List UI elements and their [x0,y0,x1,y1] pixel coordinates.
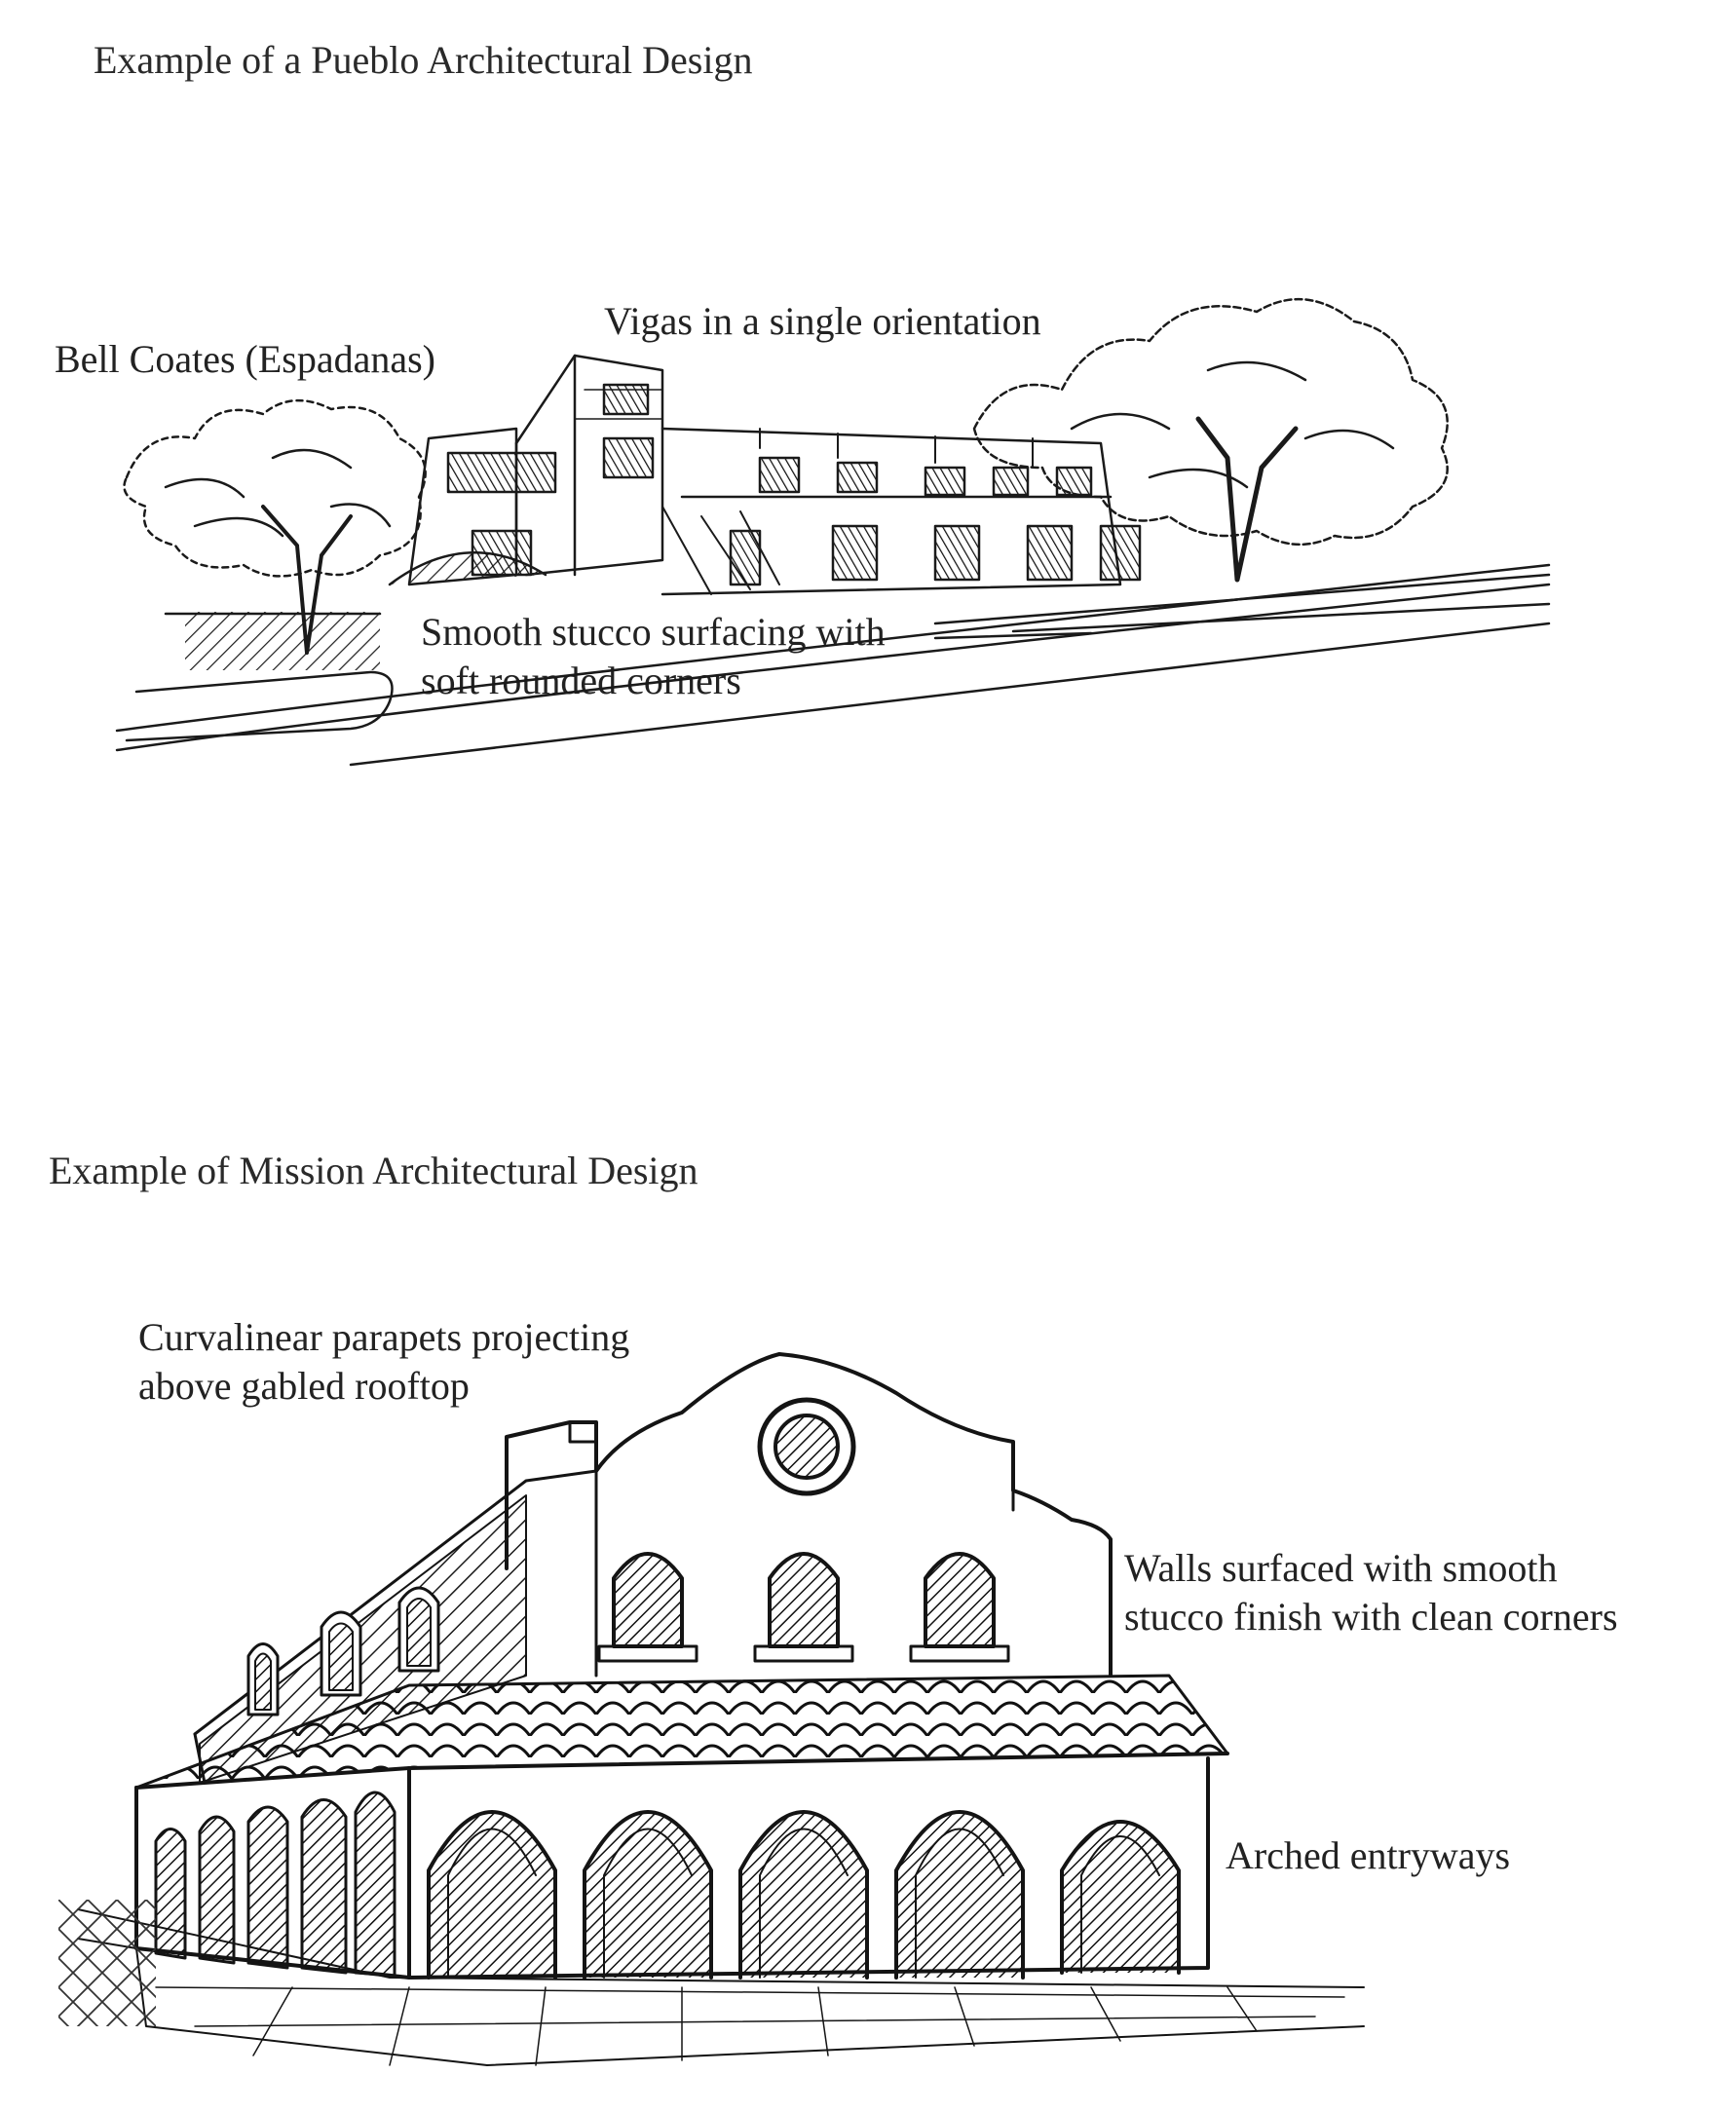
label-smooth-stucco-line2: soft rounded corners [421,659,741,702]
right-tree-icon [972,297,1449,583]
label-parapets-line2: above gabled rooftop [138,1364,470,1408]
label-bell-coates-text: Bell Coates (Espadanas) [55,337,435,381]
label-arched-entryways: Arched entryways [1226,1831,1510,1880]
left-tree-icon [123,398,427,655]
label-parapets-line1: Curvalinear parapets projecting [138,1315,630,1359]
label-vigas: Vigas in a single orientation [604,297,1041,346]
label-bell-coates: Bell Coates (Espadanas) [55,335,435,384]
upper-window-icon [597,1552,1010,1663]
mission-caption: Example of Mission Architectural Design [49,1149,698,1192]
label-vigas-text: Vigas in a single orientation [604,299,1041,343]
pueblo-main-building-icon [660,427,1142,596]
label-walls-line2: stucco finish with clean corners [1124,1595,1618,1639]
pueblo-caption: Example of a Pueblo Architectural Design [94,38,753,82]
label-smooth-stucco: Smooth stucco surfacing with soft rounde… [421,608,886,705]
label-walls-line1: Walls surfaced with smooth [1124,1546,1558,1590]
label-curvalinear-parapets: Curvalinear parapets projecting above ga… [138,1313,629,1411]
pueblo-sketch [115,297,1551,767]
label-arched-text: Arched entryways [1226,1833,1511,1877]
bell-tower-icon [514,354,664,577]
label-smooth-stucco-line1: Smooth stucco surfacing with [421,610,886,654]
tile-roof-icon [134,1674,1229,1790]
label-walls-surfaced: Walls surfaced with smooth stucco finish… [1124,1544,1618,1641]
arcade-wall-icon [134,1756,1210,1980]
